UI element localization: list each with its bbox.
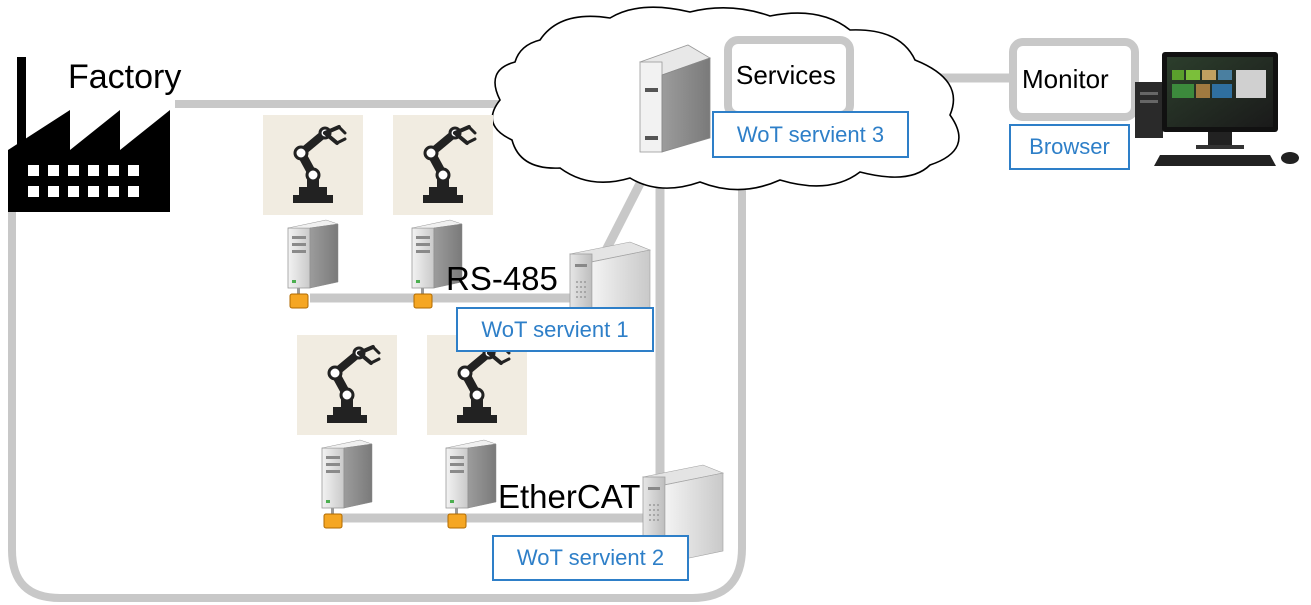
wot-servient-1-badge: WoT servient 1 (456, 307, 654, 352)
rs485-label: RS-485 (446, 260, 558, 297)
cloud-server-icon (639, 44, 711, 153)
wot-servient-2-badge: WoT servient 2 (492, 535, 689, 581)
robot-arm-icon (393, 115, 493, 215)
monitor-box[interactable] (1009, 38, 1139, 121)
robot-arm-icon (263, 115, 363, 215)
factory-label: Factory (68, 58, 182, 96)
factory-icon (0, 0, 175, 212)
robot-arm-icon (297, 335, 397, 435)
ethercat-label: EtherCAT (498, 478, 641, 515)
wot-servient-3-badge: WoT servient 3 (712, 111, 909, 158)
monitor-label: Monitor (1022, 64, 1109, 94)
services-label: Services (736, 60, 836, 90)
desktop-computer-icon (1135, 52, 1299, 166)
browser-badge: Browser (1009, 124, 1130, 170)
